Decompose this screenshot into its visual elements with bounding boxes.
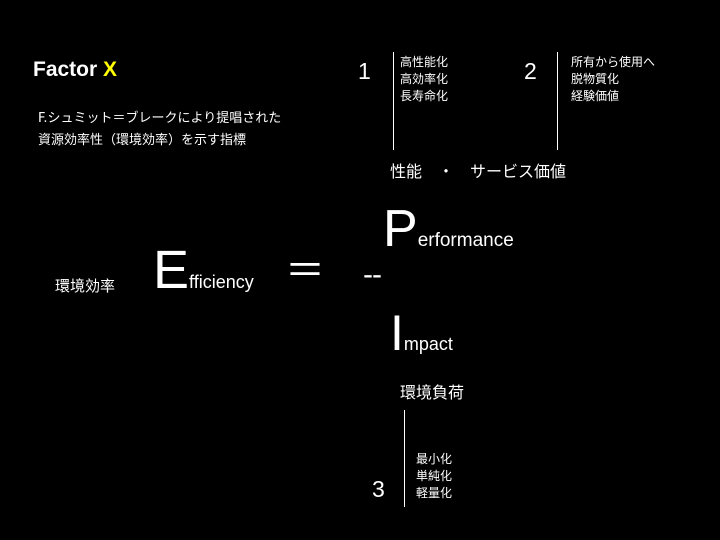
equals-sign: ＝ xyxy=(285,249,325,293)
impact-initial: I xyxy=(390,305,404,361)
point-2-item: 所有から使用へ xyxy=(571,55,656,69)
point-3-item: 軽量化 xyxy=(416,486,453,500)
point-2-list: 所有から使用へ 脱物質化 経験価値 xyxy=(571,54,655,105)
point-1-list: 高性能化 高効率化 長寿命化 xyxy=(400,54,448,105)
point-3-number: 3 xyxy=(372,476,385,502)
title-accent: X xyxy=(103,58,118,81)
point-1-item: 長寿命化 xyxy=(400,89,449,103)
efficiency-initial: E xyxy=(153,240,190,300)
formula-impact: Impact xyxy=(390,305,453,374)
performance-label: 性能 ・ サービス価値 xyxy=(390,162,567,181)
point-3-list: 最小化 単純化 軽量化 xyxy=(416,451,452,502)
point-1-number: 1 xyxy=(358,58,371,84)
point-2-item: 脱物質化 xyxy=(571,72,620,86)
title-prefix: Factor xyxy=(33,58,104,81)
page-title: Factor X xyxy=(33,58,117,82)
point-2-item: 経験価値 xyxy=(571,89,620,103)
point-2-divider xyxy=(557,52,558,150)
formula-efficiency: Efficiency xyxy=(153,240,254,314)
impact-rest: mpact xyxy=(403,334,453,354)
point-1-item: 高効率化 xyxy=(400,72,449,86)
point-3-item: 最小化 xyxy=(416,452,453,466)
fraction-bar: ‐‐ xyxy=(363,258,382,291)
point-1-divider xyxy=(393,52,394,150)
point-1-item: 高性能化 xyxy=(400,55,449,69)
impact-label: 環境負荷 xyxy=(400,383,465,402)
performance-initial: P xyxy=(383,200,418,258)
point-2-number: 2 xyxy=(524,58,537,84)
efficiency-rest: fficiency xyxy=(189,272,254,292)
point-3-item: 単純化 xyxy=(416,469,453,483)
subtitle: F.シュミット＝ブレークにより提唱された 資源効率性（環境効率）を示す指標 xyxy=(38,108,281,152)
subtitle-line-1: F.シュミット＝ブレークにより提唱された xyxy=(38,111,282,126)
formula-performance: Performance xyxy=(383,200,514,271)
subtitle-line-2: 資源効率性（環境効率）を示す指標 xyxy=(38,133,247,148)
efficiency-label: 環境効率 xyxy=(55,277,116,295)
performance-rest: erformance xyxy=(417,230,514,251)
point-3-divider xyxy=(404,410,405,507)
